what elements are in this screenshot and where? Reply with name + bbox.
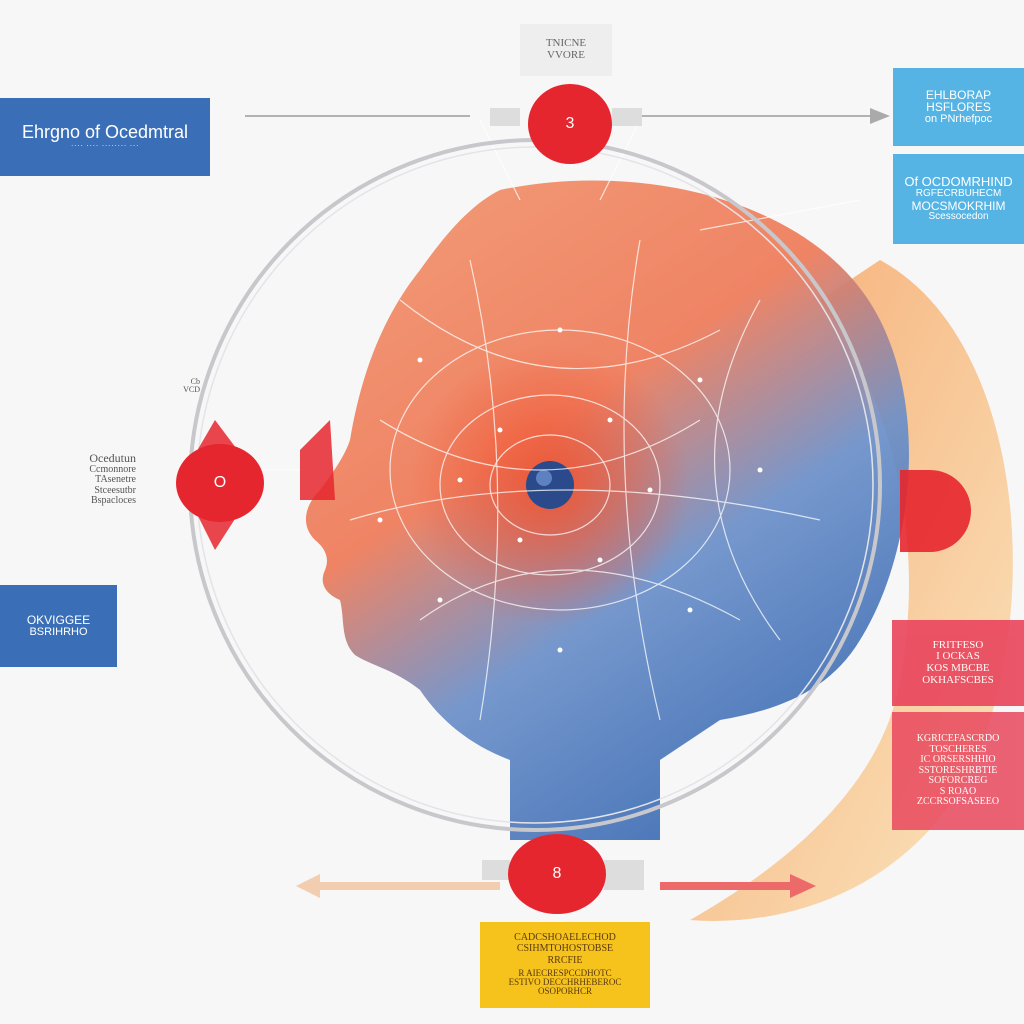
label-right-pink-1-line3: KOS MBCBE bbox=[926, 662, 990, 674]
left-wedge bbox=[300, 420, 335, 500]
label-top-right-1-line3: on PNrhefpoc bbox=[924, 112, 993, 125]
label-top-right-2-line3: MOCSMOKRHIM bbox=[911, 198, 1006, 213]
label-bottom-yellow-line2: CSIHMTOHOSTOBSE bbox=[516, 942, 614, 954]
clamp-bottom-right bbox=[604, 860, 644, 890]
arrow-right-bottom-head bbox=[790, 874, 816, 898]
label-top-left-subtitle: ···· ···· ········ ··· bbox=[70, 141, 140, 151]
clamp-bottom-left bbox=[482, 860, 510, 880]
label-left-text-line3: TAsenetre bbox=[95, 474, 136, 486]
label-right-pink-1-line2: I OCKAS bbox=[936, 650, 980, 663]
node-bottom-label: 8 bbox=[552, 865, 562, 882]
label-right-pink-2-line2: TOSCHERES bbox=[929, 743, 987, 755]
label-left-small: Cb VCD bbox=[176, 377, 200, 395]
label-top-right-2-line4: Scessocedon bbox=[928, 211, 989, 223]
label-left-text-line2: Ccmonnore bbox=[89, 463, 136, 475]
arrow-left-bottom-head bbox=[296, 874, 320, 898]
label-right-pink-2-line6: S ROAO bbox=[939, 785, 977, 797]
label-left-text-line5: Bspacloces bbox=[91, 495, 136, 507]
label-left-text-line4: Stceesutbr bbox=[94, 484, 136, 496]
node-left: O bbox=[176, 444, 264, 522]
label-bottom-yellow-line5: ESTIVO DECCHRHEBEROC bbox=[508, 977, 622, 988]
label-right-pink-1-line1: FRITFESO bbox=[932, 638, 984, 651]
label-top-center-line1: TNICNE bbox=[545, 37, 587, 50]
label-right-pink-2-line5: SOFORCREG bbox=[928, 775, 988, 787]
label-right-pink-2: KGRICEFASCRDO TOSCHERES IC ORSERSHHIO SS… bbox=[892, 712, 1024, 830]
label-right-pink-2-line7: ZCCRSOFSASEEO bbox=[916, 796, 1000, 808]
network-dots bbox=[377, 327, 763, 653]
label-bottom-yellow-line6: OSOPORHCR bbox=[537, 986, 593, 997]
clamp-top-left bbox=[490, 108, 520, 126]
label-top-left: Ehrgno of Ocedmtral ···· ···· ········ ·… bbox=[0, 98, 210, 176]
label-bottom-yellow-line4: R AIECRESPCCDHOTC bbox=[518, 967, 612, 978]
label-bottom-yellow-line1: CADCSHOAELECHOD bbox=[514, 932, 616, 944]
label-top-center: TNICNE VVORE bbox=[520, 24, 612, 76]
label-left-text: Ocedutun Ccmonnore TAsenetre Stceesutbr … bbox=[60, 452, 136, 507]
label-bottom-yellow-line3: RRCFIE bbox=[547, 955, 583, 967]
clamp-top-right bbox=[612, 108, 642, 126]
arrow-right-bottom-shaft bbox=[660, 882, 790, 890]
label-top-center-line2: VVORE bbox=[547, 49, 585, 61]
label-left-box-line2: BSRIHRHO bbox=[29, 625, 88, 638]
label-right-pink-2-line1: KGRICEFASCRDO bbox=[916, 733, 1000, 745]
label-top-right-1-line1: EHLBORAP bbox=[925, 87, 992, 102]
label-top-right-2-line2: RGFECRBUHECM bbox=[915, 188, 1002, 200]
label-right-pink-2-line4: SSTORESHRBTIE bbox=[918, 764, 998, 776]
arrow-right-top bbox=[870, 108, 890, 124]
node-top-label: 3 bbox=[565, 115, 575, 132]
node-top: 3 bbox=[528, 84, 612, 164]
label-left-box-line1: OKVIGGEE bbox=[26, 612, 91, 627]
label-top-right-2: Of OCDOMRHIND RGFECRBUHECM MOCSMOKRHIM S… bbox=[893, 154, 1024, 244]
label-top-right-1: EHLBORAP HSFLORES on PNrhefpoc bbox=[893, 68, 1024, 146]
node-left-label: O bbox=[213, 474, 227, 491]
label-right-pink-1-line4: OKHAFSCBES bbox=[922, 673, 994, 686]
label-top-left-title: Ehrgno of Ocedmtral bbox=[21, 122, 189, 143]
label-left-small-line1: Cb bbox=[190, 377, 200, 386]
label-right-pink-2-line3: IC ORSERSHHIO bbox=[920, 754, 996, 766]
arrow-left-bottom-shaft bbox=[320, 882, 500, 890]
label-top-right-2-line1: Of OCDOMRHIND bbox=[904, 174, 1013, 190]
label-bottom-yellow: CADCSHOAELECHOD CSIHMTOHOSTOBSE RRCFIE R… bbox=[480, 922, 650, 1008]
network-lines bbox=[230, 119, 861, 721]
right-half-disc bbox=[900, 470, 971, 552]
node-bottom: 8 bbox=[508, 834, 606, 914]
label-left-small-line2: VCD bbox=[183, 385, 200, 395]
label-left-text-line1: Ocedutun bbox=[89, 451, 136, 465]
label-right-pink-1: FRITFESO I OCKAS KOS MBCBE OKHAFSCBES bbox=[892, 620, 1024, 706]
label-top-right-1-line2: HSFLORES bbox=[926, 100, 991, 115]
label-left-box: OKVIGGEE BSRIHRHO bbox=[0, 585, 117, 667]
